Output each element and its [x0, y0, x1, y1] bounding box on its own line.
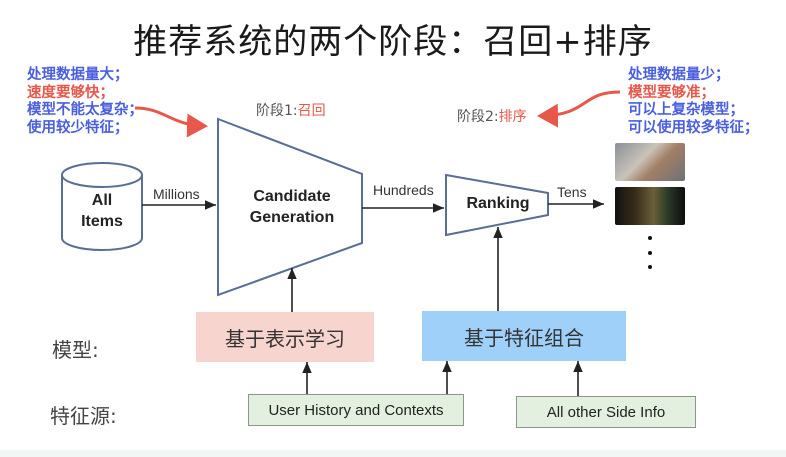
stage1-prefix: 阶段1:	[256, 103, 298, 119]
stage1-name: 召回	[297, 103, 326, 119]
ranking-shape	[445, 173, 549, 237]
hundreds-label: Hundreds	[373, 182, 434, 198]
page-title: 推荐系统的两个阶段：召回+排序	[133, 22, 653, 62]
ranking-note-1: 处理数据量少；	[628, 67, 730, 83]
recall-note-4: 使用较少特征；	[27, 119, 129, 136]
model-row-label: 模型:	[52, 338, 99, 362]
all-items-line-1: All	[91, 192, 113, 209]
stage2-name: 排序	[498, 109, 527, 125]
ranking-label: Ranking	[466, 195, 530, 212]
feature-row-label: 特征源:	[50, 404, 117, 428]
recall-notes-arrow	[134, 106, 208, 138]
ranking-notes: 处理数据量少； 模型要够准； 可以上复杂模型； 可以使用较多特征；	[628, 67, 759, 137]
side-info-box: All other Side Info	[516, 396, 696, 428]
stage2-label: 阶段2:排序	[457, 106, 527, 126]
representation-learning-box: 基于表示学习	[196, 312, 374, 362]
ranking-note-3: 可以上复杂模型；	[628, 102, 744, 118]
result-thumbnail-2	[615, 187, 685, 225]
ranking-note-2: 模型要够准；	[628, 84, 715, 101]
feature-combination-box: 基于特征组合	[422, 311, 626, 361]
all-items-line-2: Items	[81, 213, 123, 230]
candidate-generation-line-2: Generation	[249, 209, 335, 226]
all-items-label: All Items	[62, 190, 142, 232]
recall-note-2: 速度要够快；	[27, 84, 114, 101]
user-history-box: User History and Contexts	[248, 394, 464, 426]
recall-note-1: 处理数据量大；	[27, 67, 129, 83]
stage1-label: 阶段1:召回	[256, 100, 326, 120]
millions-label: Millions	[153, 186, 200, 202]
bottom-divider	[0, 450, 786, 457]
result-thumbnail-1	[615, 143, 685, 181]
all-items-cylinder	[61, 162, 143, 251]
more-dot-2	[648, 251, 652, 255]
ranking-note-4: 可以使用较多特征；	[628, 119, 759, 136]
tens-label: Tens	[557, 184, 587, 200]
candidate-generation-line-1: Candidate	[253, 188, 331, 205]
more-dot-3	[648, 265, 652, 269]
recall-note-3: 模型不能太复杂；	[27, 102, 143, 118]
candidate-generation-label: Candidate Generation	[222, 186, 362, 228]
candidate-generation-shape	[217, 117, 363, 297]
more-dot-1	[648, 236, 652, 240]
recall-notes: 处理数据量大； 速度要够快； 模型不能太复杂； 使用较少特征；	[27, 67, 143, 137]
stage2-prefix: 阶段2:	[457, 109, 499, 125]
ranking-notes-arrow	[537, 90, 621, 128]
